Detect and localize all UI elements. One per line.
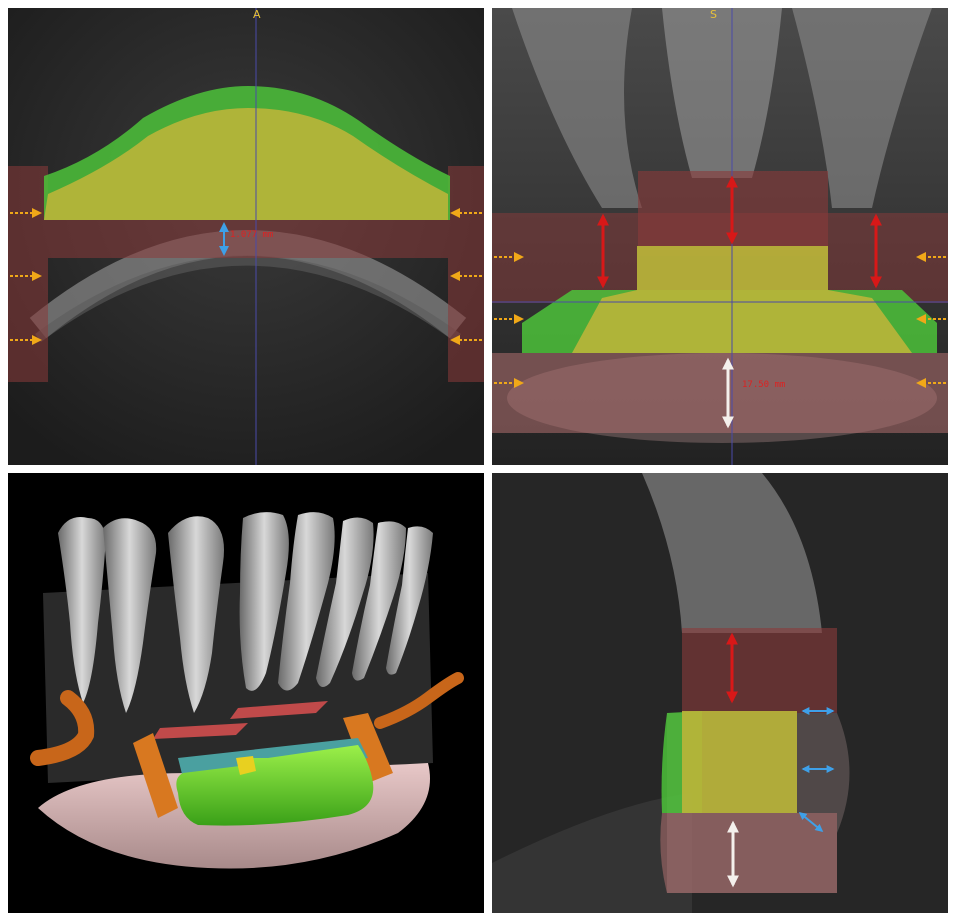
graft-yellow [682, 711, 797, 813]
3d-render-view[interactable] [8, 473, 484, 913]
axial-ct-view[interactable]: A 1.077 mm [8, 8, 484, 465]
orientation-label: S [710, 8, 717, 21]
safety-zone-lower [660, 813, 837, 893]
safety-zone-right [448, 166, 484, 382]
coronal-ct-image [492, 8, 948, 465]
orientation-label: A [253, 8, 261, 21]
sagittal-ct-view[interactable] [492, 473, 948, 913]
sagittal-ct-image [492, 473, 948, 913]
3d-render-image [8, 473, 484, 913]
safety-zone-lower [492, 353, 948, 433]
coronal-ct-view[interactable]: S 17.50 mm [492, 8, 948, 465]
measurement-label: 1.077 mm [230, 230, 273, 240]
safety-zone-left [8, 166, 48, 382]
measurement-label: 17.50 mm [742, 380, 785, 390]
safety-zone-upper [682, 628, 837, 713]
